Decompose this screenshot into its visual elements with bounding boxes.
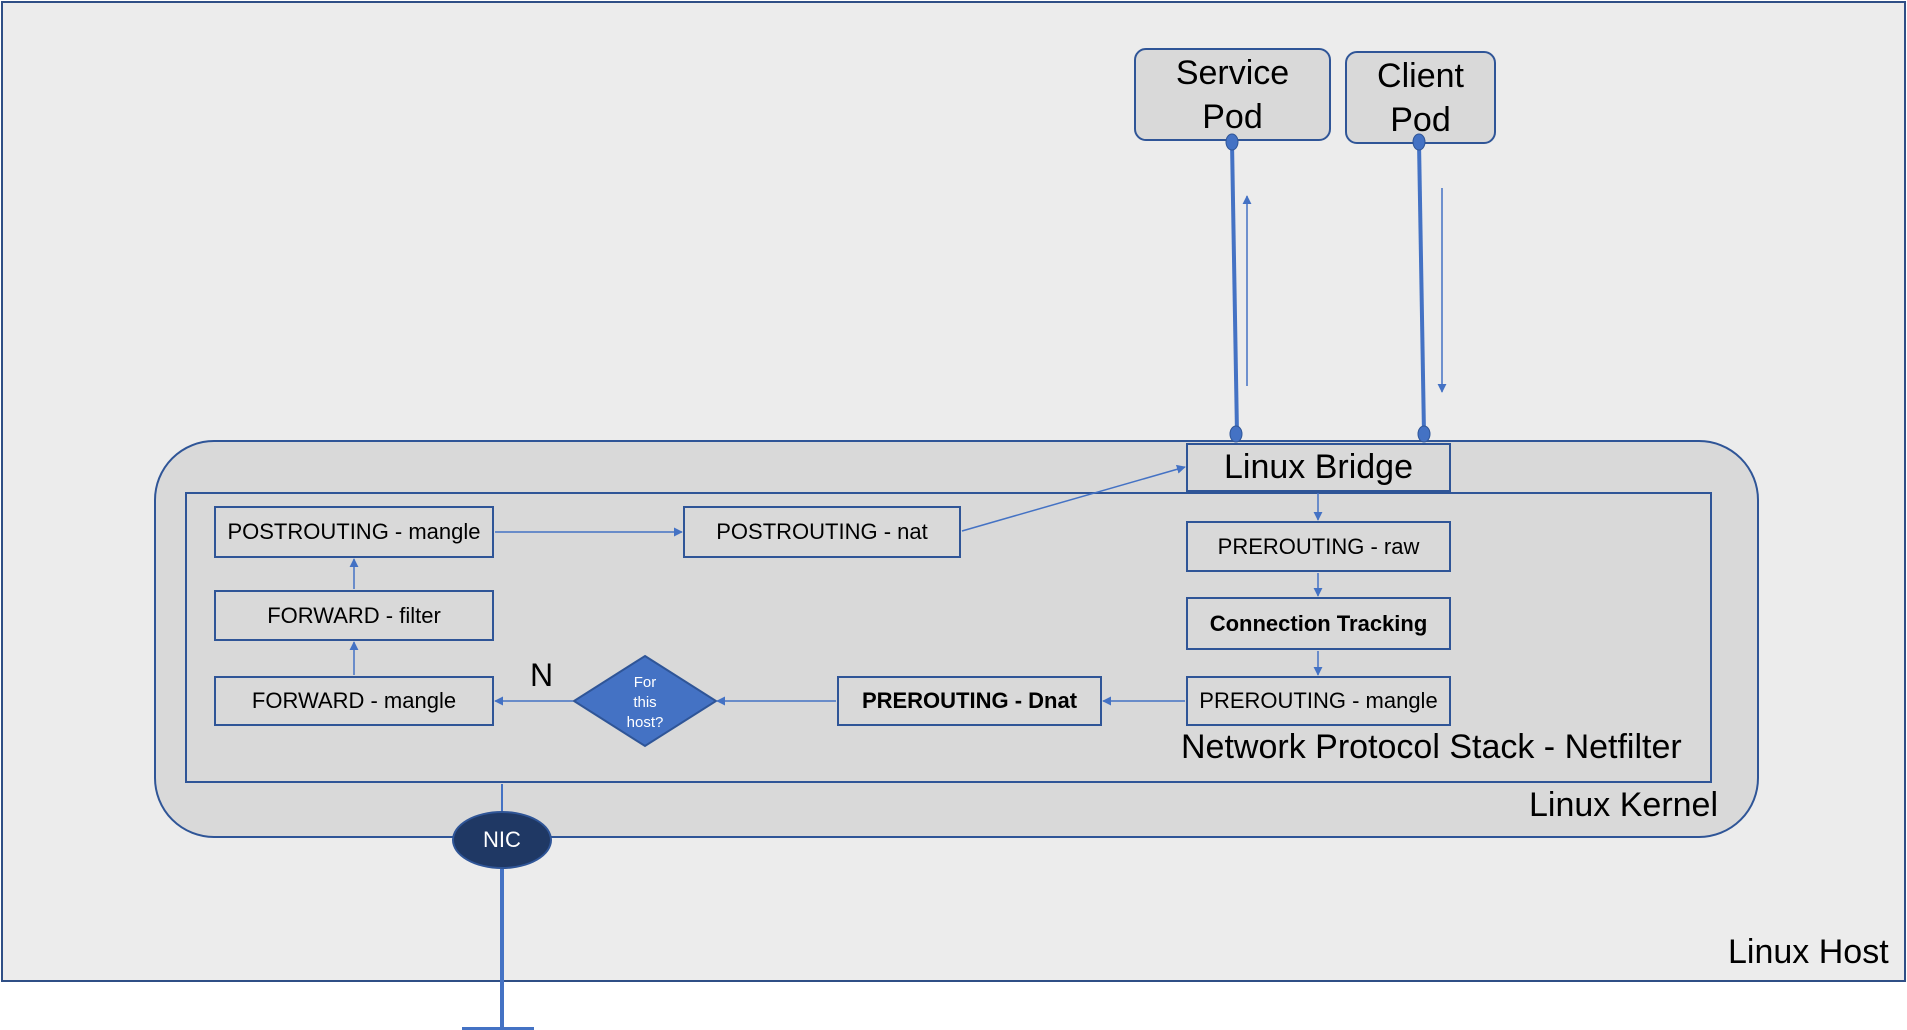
- prerouting-raw-box: PREROUTING - raw: [1186, 521, 1451, 572]
- postrouting-mangle-box: POSTROUTING - mangle: [214, 506, 494, 558]
- linux-kernel-label: Linux Kernel: [1529, 786, 1719, 824]
- client-pod-link: [1417, 141, 1426, 435]
- client-pod: Client Pod: [1345, 51, 1496, 144]
- client-pod-port: [1412, 133, 1426, 151]
- bridge-port-service: [1229, 425, 1243, 443]
- forward-mangle-box: FORWARD - mangle: [214, 676, 494, 726]
- linux-host-label: Linux Host: [1728, 933, 1889, 971]
- arrow-nat-to-bridge: [961, 464, 1186, 532]
- decision-branch-label: N: [530, 657, 554, 693]
- service-pod-port: [1225, 133, 1239, 151]
- bridge-port-client: [1417, 425, 1431, 443]
- decision-label: For this host?: [626, 673, 664, 731]
- connection-tracking-box: Connection Tracking: [1186, 597, 1451, 650]
- postrouting-nat-box: POSTROUTING - nat: [683, 506, 961, 558]
- decision-diamond: [572, 654, 718, 748]
- service-pod-link: [1230, 141, 1239, 435]
- prerouting-dnat-box: PREROUTING - Dnat: [837, 676, 1102, 726]
- netfilter-label: Network Protocol Stack - Netfilter: [1181, 728, 1682, 766]
- prerouting-mangle-box: PREROUTING - mangle: [1186, 676, 1451, 726]
- nic: NIC: [452, 811, 552, 869]
- linux-bridge: Linux Bridge: [1186, 443, 1451, 492]
- forward-filter-box: FORWARD - filter: [214, 590, 494, 641]
- service-pod: Service Pod: [1134, 48, 1331, 141]
